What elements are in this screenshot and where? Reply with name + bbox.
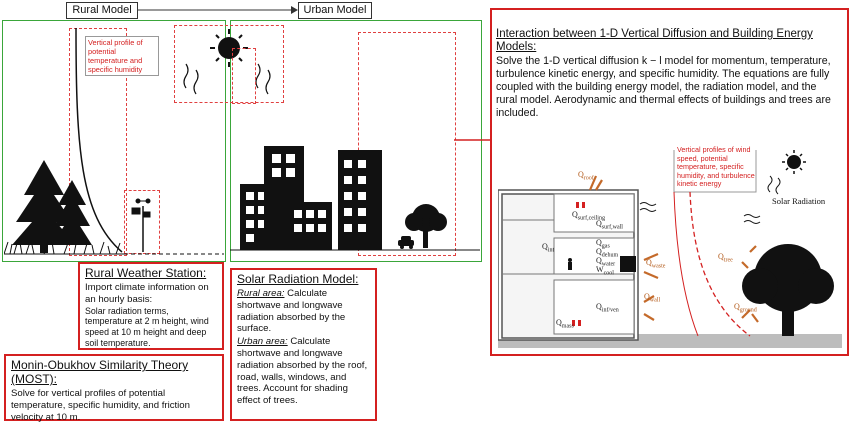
urban-profile-region-right — [358, 32, 456, 256]
q-gas-label: Qgas — [596, 238, 610, 250]
q-dehum-label: Qdehum — [596, 247, 619, 259]
car-icon — [398, 236, 414, 249]
pine-tree-icon — [12, 160, 76, 253]
solar-rural-label: Rural area: — [237, 288, 285, 299]
interaction-description: Solve the 1-D vertical diffusion k − l m… — [496, 55, 831, 119]
urban-profile-region-left — [232, 48, 256, 104]
building-schematic — [498, 150, 842, 348]
small-sun-icon — [767, 150, 806, 195]
q-surf-wall-label: Qsurf,wall — [596, 219, 623, 231]
flux-arrows — [588, 175, 759, 323]
rural-profile-note-box: Vertical profile of potential temperatur… — [85, 36, 159, 76]
interaction-text: Interaction between 1-D Vertical Diffusi… — [496, 28, 836, 120]
q-mass-label: Qmass — [556, 318, 574, 330]
q-surf-ceiling-label: Qsurf,ceiling — [572, 210, 605, 222]
urban-scene — [230, 146, 480, 251]
interaction-title: Interaction between 1-D Vertical Diffusi… — [496, 28, 813, 53]
urban-panel — [230, 20, 482, 262]
q-int-label: Qint — [542, 242, 555, 254]
q-tree-label: Qtree — [718, 252, 733, 264]
q-waste-label: Qwaste — [646, 258, 666, 270]
sun-icon — [183, 29, 271, 95]
weather-station-icon — [131, 198, 151, 252]
connector-line — [454, 139, 492, 141]
most-box: Monin-Obukhov Similarity Theory (MOST): … — [4, 354, 224, 423]
sun-region — [174, 25, 284, 103]
grass-icon — [4, 239, 121, 255]
most-title: Monin-Obukhov Similarity Theory (MOST): — [11, 358, 189, 386]
rural-profile-curve — [75, 27, 123, 253]
rural-station-title: Rural Weather Station: — [85, 266, 207, 280]
rural-model-label: Rural Model — [66, 2, 138, 19]
solar-urban-text: Calculate shortwave and longwave radiati… — [237, 336, 368, 407]
wind-icon — [639, 202, 761, 224]
rural-panel — [2, 20, 226, 262]
solar-rural-text: Calculate shortwave and longwave radiati… — [237, 288, 346, 335]
q-inf-ven-label: Qinf/ven — [596, 302, 619, 314]
interaction-profile-note: Vertical profiles of wind speed, potenti… — [677, 145, 755, 189]
building-right-icon — [338, 150, 382, 250]
urban-model-label: Urban Model — [298, 2, 372, 19]
building-mid-icon — [288, 202, 332, 250]
solar-urban-label: Urban area: — [237, 336, 288, 348]
rural-station-body: Solar radiation terms, temperature at 2 … — [85, 305, 209, 348]
tree-icon — [405, 204, 447, 248]
rural-station-box: Rural Weather Station: Import climate in… — [78, 262, 224, 350]
hvac-unit-icon — [620, 256, 636, 272]
urban-tree-icon — [742, 244, 834, 336]
q-ground-label: Qground — [734, 302, 757, 314]
solar-radiation-label: Solar Radiation — [772, 196, 826, 206]
rural-station-lead: Import climate information on an hourly … — [85, 282, 209, 305]
solar-model-box: Solar Radiation Model: Rural area: Calcu… — [230, 268, 377, 421]
rural-scene — [4, 160, 224, 255]
w-cool-label: Wcool — [596, 265, 614, 277]
rural-profile-region — [69, 28, 127, 256]
most-body: Solve for vertical profiles of potential… — [11, 388, 190, 423]
q-roof-label: Qroof — [578, 170, 594, 182]
q-water-label: Qwater — [596, 256, 616, 268]
rural-to-urban-arrow — [137, 6, 298, 14]
q-wall-label: Qwall — [644, 292, 661, 304]
rural-profile-note: Vertical profile of potential temperatur… — [88, 38, 143, 74]
solar-model-title: Solar Radiation Model: — [237, 272, 359, 286]
pine-tree-small-icon — [52, 180, 92, 245]
